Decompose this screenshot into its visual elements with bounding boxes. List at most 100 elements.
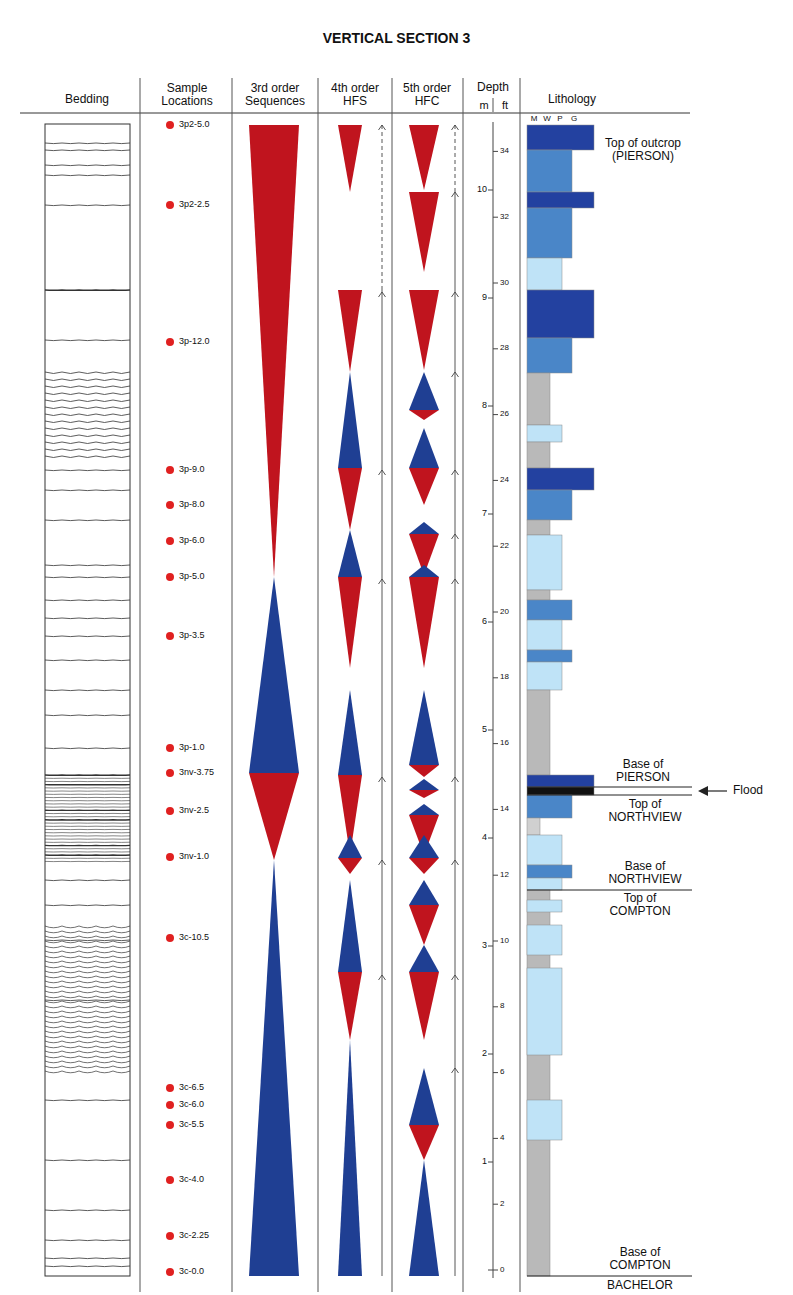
depth-tick-ft [493, 875, 498, 876]
bedding-line [45, 1016, 130, 1018]
depth-tick-ft [493, 283, 498, 284]
bedding-line [45, 956, 130, 958]
bedding-line [45, 1071, 130, 1073]
bedding-line [45, 971, 130, 973]
depth-m-label: 2 [467, 1049, 487, 1059]
cycle-arrow-line [455, 190, 456, 1276]
bedding-line [45, 205, 130, 207]
formation-label: Top of outcrop (PIERSON) [599, 137, 687, 163]
lithology-bar [527, 818, 540, 835]
lithology-bar [527, 650, 572, 662]
column-divider [520, 78, 521, 1292]
bedding-line [45, 832, 130, 833]
depth-tick-ft [493, 1204, 498, 1205]
sample-dot [166, 537, 174, 545]
depth-ft-label: 4 [500, 1134, 518, 1143]
sample-dot [166, 501, 174, 509]
depth-ft-label: 6 [500, 1068, 518, 1077]
column-header: Lithology [527, 93, 617, 106]
transgressive-triangle [409, 835, 439, 858]
sample-dot [166, 1084, 174, 1092]
lithology-bar [527, 442, 550, 468]
sample-label: 3c-6.0 [179, 1100, 231, 1110]
column-header: Sample Locations [147, 82, 227, 108]
depth-tick-ft [493, 941, 498, 942]
depth-tick-m [488, 1270, 493, 1271]
sample-label: 3nv-3.75 [179, 768, 231, 778]
transgressive-triangle [249, 577, 299, 773]
regressive-triangle [409, 790, 439, 798]
sample-label: 3p-8.0 [179, 500, 231, 510]
lithology-bar [527, 1100, 562, 1140]
depth-tick-m [488, 838, 493, 839]
bedding-line [45, 1210, 130, 1212]
lithology-bar [527, 925, 562, 955]
regressive-triangle [249, 773, 299, 860]
bedding-line [45, 823, 130, 824]
lithology-bar [527, 795, 572, 818]
lithology-bar [527, 208, 572, 258]
depth-tick-m [488, 1162, 493, 1163]
sample-label: 3p-1.0 [179, 743, 231, 753]
formation-label: Base of PIERSON [602, 758, 684, 784]
bedding-line [45, 1258, 130, 1260]
formation-label: Base of NORTHVIEW [597, 860, 693, 886]
depth-tick-m [488, 1054, 493, 1055]
column-divider [140, 78, 141, 1292]
bedding-line [45, 660, 130, 662]
arrow-head [379, 777, 386, 782]
bedding-line [45, 781, 130, 782]
bedding-line [45, 565, 130, 567]
cycle-arrow-line [382, 125, 383, 290]
bedding-line [45, 600, 130, 602]
bedding-line [45, 442, 130, 444]
transgressive-triangle [338, 1040, 362, 1276]
lithology-bar [527, 490, 572, 520]
arrow-head [452, 777, 459, 782]
bedding-line [45, 577, 130, 579]
bedding-line [45, 372, 130, 374]
bedding-line [45, 1026, 130, 1028]
column-header: 5th order HFC [396, 82, 458, 108]
bedding-line [45, 778, 130, 779]
depth-m-label: 7 [467, 509, 487, 519]
lithology-bar [527, 968, 562, 1055]
arrow-head [379, 975, 386, 980]
sample-dot [166, 1121, 174, 1129]
bedding-line [45, 791, 130, 792]
diagram-title: VERTICAL SECTION 3 [0, 30, 793, 46]
sample-label: 3nv-2.5 [179, 806, 231, 816]
bedding-line [45, 787, 130, 788]
depth-m-label: 10 [467, 185, 487, 195]
lithology-bar [527, 468, 594, 490]
bedding-line [45, 996, 130, 998]
bedding-line [45, 829, 130, 830]
arrow-head [379, 860, 386, 865]
bedding-line [45, 991, 130, 993]
bedding-line [45, 470, 130, 472]
transgressive-triangle [338, 530, 362, 577]
bedding-line [45, 848, 130, 849]
lithology-bar [527, 150, 572, 192]
depth-m-label: 4 [467, 833, 487, 843]
sample-label: 3nv-1.0 [179, 852, 231, 862]
bedding-line [45, 289, 130, 291]
lithology-bar [527, 690, 550, 775]
depth-ft-label: 0 [500, 1266, 518, 1275]
bedding-line [45, 981, 130, 983]
depth-tick-m [488, 946, 493, 947]
lithology-bar [527, 373, 550, 425]
depth-m-label: 3 [467, 941, 487, 951]
depth-tick-m [488, 298, 493, 299]
arrow-head [379, 292, 386, 297]
formation-boundary [527, 795, 692, 796]
depth-ft-label: 12 [500, 871, 518, 880]
bedding-line [45, 1001, 130, 1003]
bedding-line [45, 456, 130, 458]
regressive-triangle [338, 577, 362, 668]
column-header: 4th order HFS [324, 82, 386, 108]
regressive-triangle [338, 125, 362, 192]
bedding-line [45, 1051, 130, 1053]
depth-tick-ft [493, 809, 498, 810]
